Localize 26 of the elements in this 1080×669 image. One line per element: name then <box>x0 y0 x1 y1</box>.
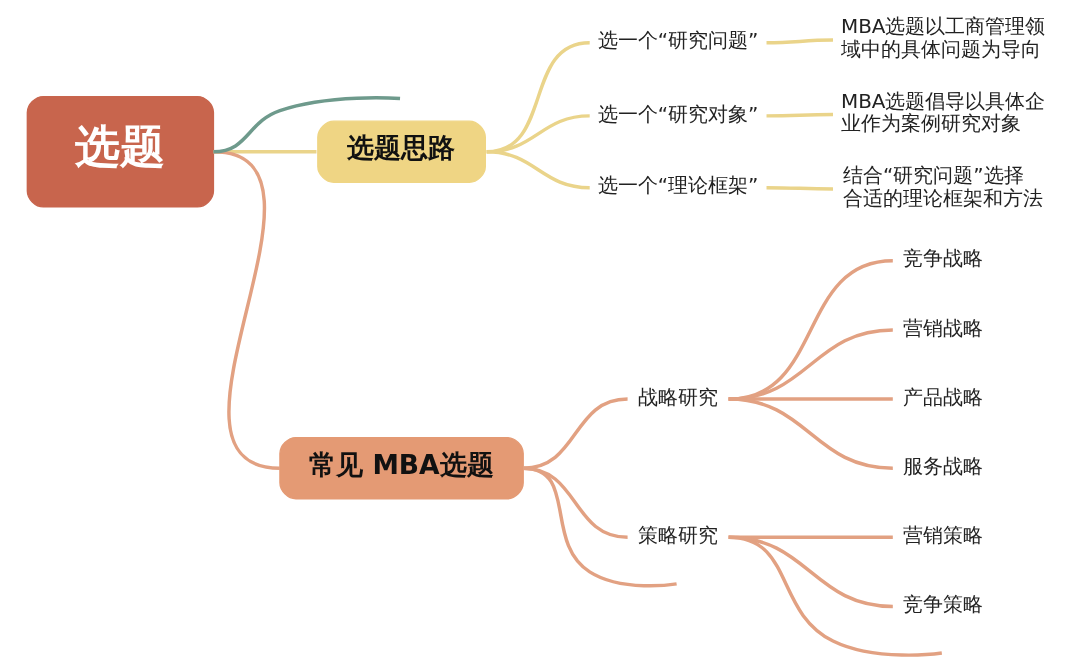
connector <box>522 397 628 470</box>
node-text: 选一个“理论框架” <box>597 173 758 198</box>
node-text: 营销战略 <box>902 315 983 340</box>
connector <box>727 535 942 657</box>
node-text: 选一个“研究问题” <box>597 28 758 53</box>
node-text: MBA选题以工商管理领域中的具体问题为导向 <box>840 14 1045 62</box>
connector <box>212 150 280 470</box>
node-text: 策略研究 <box>637 522 718 547</box>
node-box: 选题 <box>26 95 214 208</box>
connector <box>486 150 590 190</box>
node-text: 营销策略 <box>902 522 983 547</box>
connector <box>728 397 893 470</box>
node-box: 选题思路 <box>316 120 486 183</box>
node-text: MBA选题倡导以具体企业作为案例研究对象 <box>840 88 1045 136</box>
node-text: 竞争策略 <box>902 592 983 617</box>
connector <box>766 38 833 45</box>
connector <box>766 112 833 118</box>
node-text: 服务战略 <box>902 453 983 478</box>
node-text: 战略研究 <box>637 384 718 409</box>
connector <box>522 466 677 588</box>
node-text: 产品战略 <box>902 384 983 409</box>
node-box: 常见 MBA选题 <box>278 436 524 500</box>
node-text: 竞争战略 <box>902 246 983 271</box>
node-text: 选一个“研究对象” <box>597 101 758 126</box>
node-text: 结合“研究问题”选择合适的理论框架和方法 <box>842 163 1043 210</box>
connector <box>766 185 833 191</box>
